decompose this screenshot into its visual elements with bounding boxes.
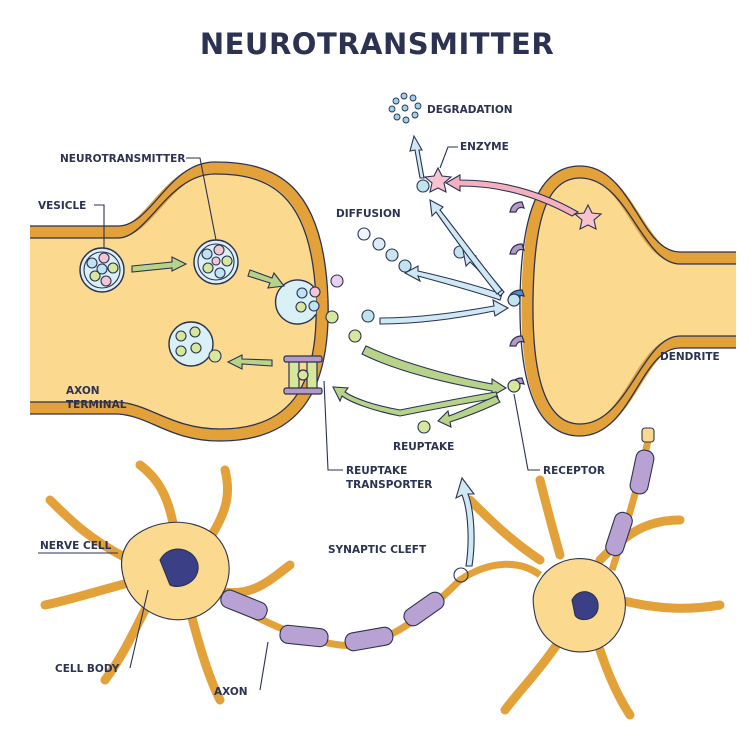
vesicle-1: [79, 247, 125, 293]
enzyme-bound-icon: [423, 166, 453, 194]
transport-arrows: [131, 256, 286, 370]
label-axon-terminal-2: TERMINAL: [66, 399, 127, 411]
vesicle-fusing: [274, 274, 344, 325]
label-nerve-cell: NERVE CELL: [40, 540, 112, 552]
label-reuptake-transporter-2: TRANSPORTER: [346, 479, 432, 491]
label-axon: AXON: [214, 686, 248, 698]
enzyme-pathway: [409, 134, 603, 231]
leader-lines: [38, 146, 540, 691]
label-dendrite: DENDRITE: [660, 351, 720, 363]
synaptic-cleft-callout: [453, 476, 476, 583]
nerve-cell-right: [465, 475, 725, 720]
label-cell-body: CELL BODY: [55, 663, 120, 675]
reuptake-transporter: [283, 355, 323, 395]
label-neurotransmitter: NEUROTRANSMITTER: [60, 153, 185, 165]
label-synaptic-cleft: SYNAPTIC CLEFT: [328, 544, 427, 556]
label-axon-terminal-1: AXON: [66, 385, 100, 397]
cleft-arrows: [332, 199, 510, 428]
vesicle-2: [193, 239, 239, 285]
label-diffusion: DIFFUSION: [336, 208, 401, 220]
label-vesicle: VESICLE: [38, 200, 86, 212]
axon-myelin: [220, 427, 655, 652]
nerve-cell-left: [40, 460, 295, 705]
axon-terminal: [30, 161, 329, 442]
degradation-icon: [388, 92, 422, 124]
label-degradation: DEGRADATION: [427, 104, 513, 116]
vesicle-recycled: [168, 321, 222, 367]
page-title: NEUROTRANSMITTER: [199, 27, 555, 61]
receptors: [507, 201, 525, 393]
label-receptor: RECEPTOR: [543, 465, 605, 477]
diffusion-molecules: [348, 179, 467, 434]
label-enzyme: ENZYME: [460, 141, 509, 153]
label-reuptake: REUPTAKE: [393, 441, 454, 453]
enzyme-free-icon: [573, 203, 603, 231]
label-reuptake-transporter-1: REUPTAKE: [346, 465, 407, 477]
